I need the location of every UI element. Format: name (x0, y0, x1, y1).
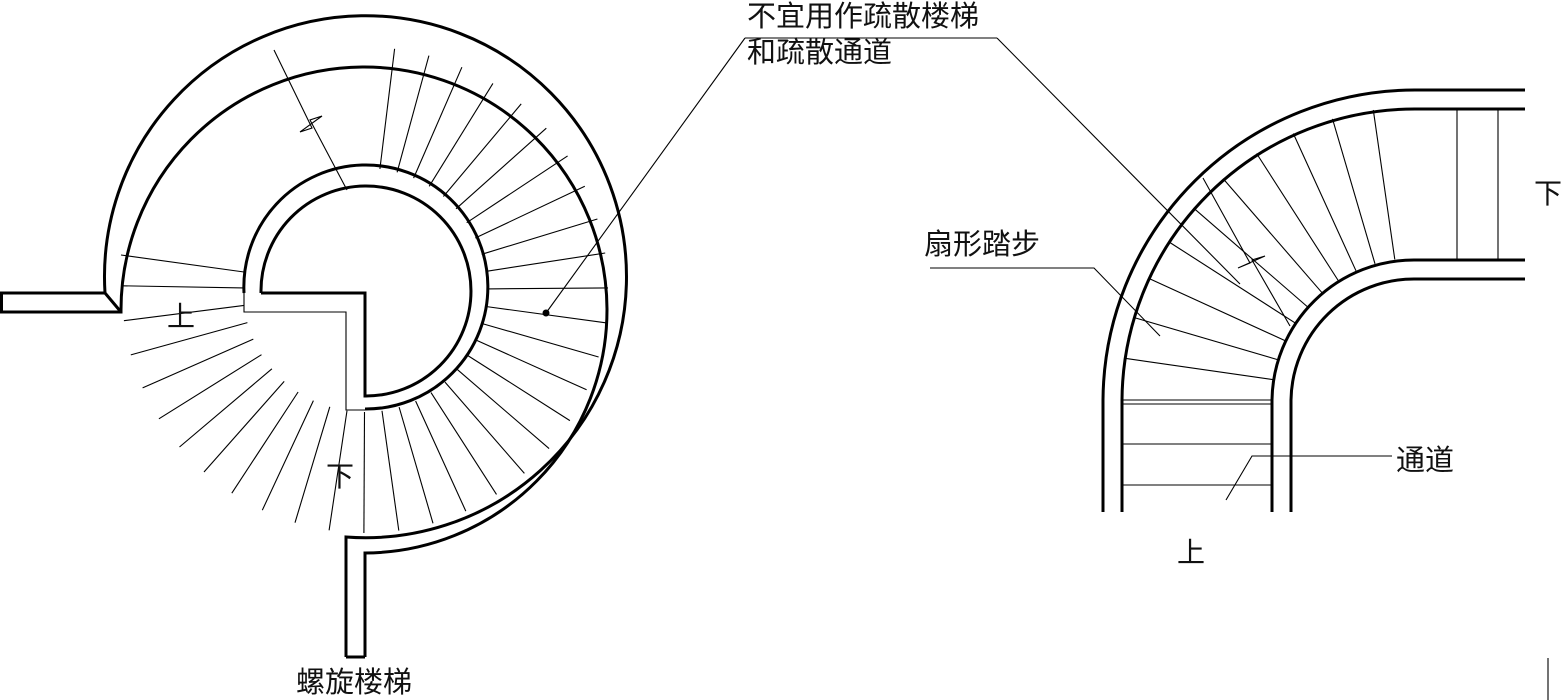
spiral-tread (396, 55, 430, 173)
spiral-tread (294, 406, 331, 523)
curved-note-leader (996, 37, 1241, 285)
spiral-tread (475, 339, 587, 391)
spiral-tread (457, 369, 550, 450)
spiral-tread (413, 66, 463, 179)
spiral-break-mark (273, 49, 348, 191)
spiral-tread (130, 322, 248, 356)
curved-tread (1372, 109, 1396, 260)
spiral-tread (415, 400, 467, 512)
curved-treads (1122, 109, 1499, 486)
spiral-tread (430, 392, 497, 495)
spiral-tread (481, 218, 598, 255)
spiral-core-wall-inner (259, 184, 473, 398)
passage-leader (1225, 455, 1392, 501)
curved-outer-wall-outer (1101, 88, 1525, 512)
spiral-note-leader (545, 37, 746, 314)
spiral-tread (466, 155, 568, 224)
spiral-title: 螺旋楼梯 (296, 665, 412, 699)
spiral-tread (121, 285, 244, 289)
spiral-tread (428, 83, 494, 187)
spiral-tread (475, 185, 586, 239)
passage-label: 通道 (1396, 443, 1454, 477)
spiral-tread (442, 103, 522, 197)
spiral-tread (120, 254, 245, 273)
curved-down-label: 下 (1534, 177, 1562, 210)
note-line-1: 不宜用作疏散楼梯 (747, 0, 979, 33)
spiral-tread (158, 354, 262, 420)
spiral-tread (482, 323, 599, 358)
fan-steps-label: 扇形踏步 (924, 227, 1040, 261)
curved-up-label: 上 (1177, 536, 1205, 569)
curved-inner-wall-inner (1289, 277, 1525, 512)
fan-steps-leader (930, 267, 1161, 337)
spiral-tread (179, 368, 273, 448)
spiral-outer-wall-inner (0, 65, 609, 657)
spiral-up-label: 上 (167, 300, 195, 333)
curved-tread (1133, 316, 1279, 361)
spiral-staircase (0, 14, 746, 659)
spiral-tread (231, 391, 299, 494)
spiral-tread (486, 287, 609, 290)
spiral-tread (142, 338, 254, 389)
spiral-tread (444, 381, 525, 474)
spiral-tread (455, 127, 547, 210)
spiral-tread (261, 400, 314, 511)
spiral-tread (123, 304, 245, 322)
curved-tread (1168, 241, 1296, 324)
spiral-outer-wall-outer (0, 14, 628, 657)
curved-outer-wall-inner (1120, 107, 1525, 512)
curved-tread (1331, 118, 1376, 264)
curved-tread (1148, 277, 1287, 342)
curved-inner-wall-outer (1270, 258, 1525, 512)
curved-tread (1124, 357, 1275, 381)
spiral-treads (120, 48, 609, 534)
spiral-core-wall-outer (242, 163, 490, 411)
curved-tread (1222, 178, 1323, 294)
spiral-tread (398, 406, 434, 524)
curved-break-mark (1202, 177, 1291, 327)
spiral-tread (328, 410, 348, 531)
spiral-landing-outline (243, 293, 365, 411)
spiral-note-leader-dot (542, 309, 550, 317)
curved-tread (1193, 207, 1309, 308)
curved-staircase (745, 37, 1549, 700)
spiral-wall-joint-left (103, 292, 123, 313)
spiral-tread (379, 48, 396, 169)
note-line-2: 和疏散通道 (747, 35, 892, 69)
spiral-tread (203, 381, 285, 473)
spiral-tread (485, 252, 606, 272)
spiral-tread (467, 355, 571, 422)
curved-tread (1256, 153, 1339, 281)
curved-tread (1292, 133, 1357, 272)
spiral-down-label: 下 (326, 460, 354, 493)
spiral-tread (363, 411, 366, 534)
spiral-tread (381, 410, 400, 531)
